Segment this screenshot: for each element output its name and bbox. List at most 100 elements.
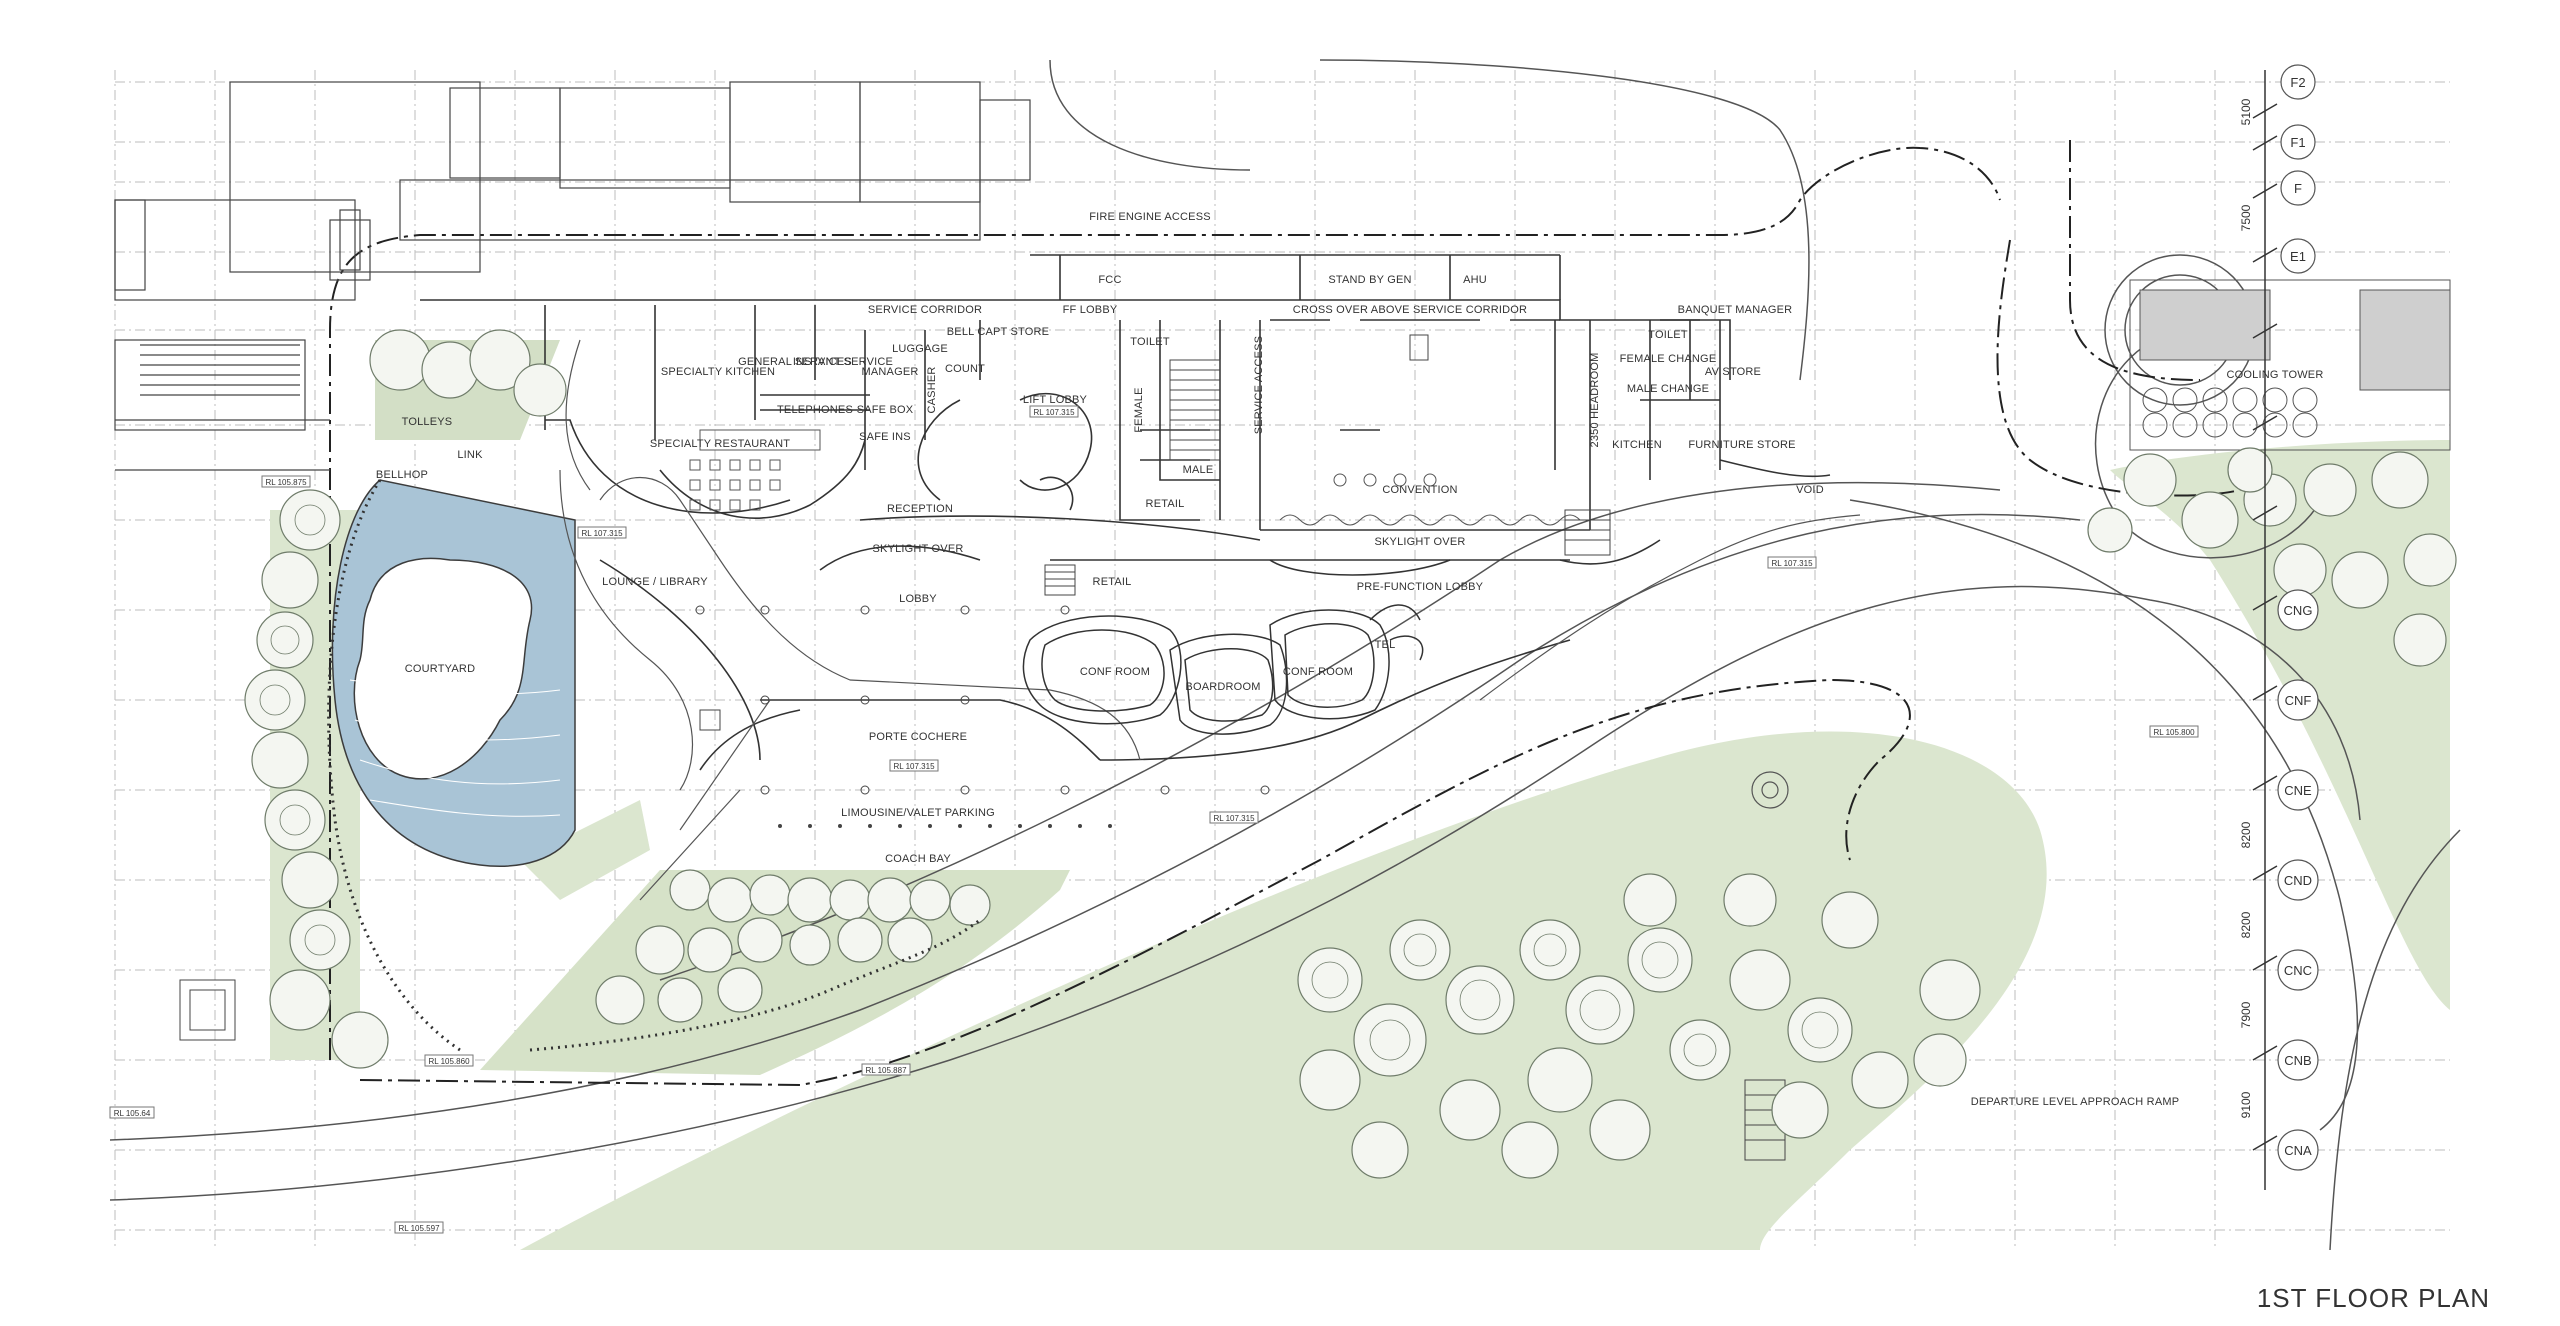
svg-text:CNG: CNG	[2284, 603, 2313, 618]
svg-text:F2: F2	[2290, 75, 2305, 90]
dimension-label: 7500	[2239, 204, 2253, 231]
label-banquet-manager: BANQUET MANAGER	[1678, 304, 1793, 316]
label-departure-ramp: DEPARTURE LEVEL APPROACH RAMP	[1971, 1096, 2180, 1108]
svg-text:RL 105.887: RL 105.887	[865, 1066, 907, 1075]
drawing-title: 1ST FLOOR PLAN	[2256, 1283, 2490, 1313]
svg-text:CNC: CNC	[2284, 963, 2312, 978]
label-toilet-2: TOILET	[1648, 329, 1688, 341]
label-safe-ins: SAFE INS	[859, 431, 911, 443]
axis-bubble-f: F	[2280, 170, 2316, 206]
label-service-corridor: SERVICE CORRIDOR	[868, 304, 982, 316]
room-labels: FIRE ENGINE ACCESS FCC FF LOBBY SERVICE …	[376, 211, 2324, 1108]
main-building-walls	[420, 254, 1831, 771]
label-link: LINK	[457, 449, 483, 461]
axis-bubble-f2: F2	[2280, 64, 2316, 100]
label-boardroom: BOARDROOM	[1185, 681, 1260, 693]
lawn-areas	[270, 340, 2450, 1250]
svg-text:RL 107.315: RL 107.315	[581, 529, 623, 538]
trees	[244, 329, 2457, 1179]
axis-bubble-cng: CNG	[2277, 589, 2319, 631]
label-lobby: LOBBY	[899, 593, 937, 605]
label-specialty-restaurant: SPECIALTY RESTAURANT	[650, 438, 790, 450]
label-porte-cochere: PORTE COCHERE	[869, 731, 967, 743]
label-conf-room-2: CONF ROOM	[1283, 666, 1353, 678]
restaurant-tables	[689, 429, 1581, 526]
axis-bubble-cnf: CNF	[2277, 679, 2319, 721]
svg-text:F: F	[2294, 181, 2302, 196]
dimension-label: 5100	[2239, 98, 2253, 125]
label-tolleys: TOLLEYS	[402, 416, 453, 428]
label-limousine-valet: LIMOUSINE/VALET PARKING	[841, 807, 995, 819]
label-lift-lobby: LIFT LOBBY	[1023, 394, 1088, 406]
label-skylight-over-2: SKYLIGHT OVER	[1374, 536, 1465, 548]
svg-text:RL 105.64: RL 105.64	[114, 1109, 151, 1118]
label-service-access: SERVICE ACCESS	[1253, 336, 1265, 435]
svg-text:RL 107.315: RL 107.315	[1213, 814, 1255, 823]
dimension-label: 8200	[2239, 821, 2253, 848]
label-headroom: 2350 HEADROOM	[1589, 353, 1601, 448]
road-lines	[109, 59, 2461, 1251]
label-stand-by-gen: STAND BY GEN	[1328, 274, 1411, 286]
label-skylight-over-1: SKYLIGHT OVER	[872, 543, 963, 555]
svg-text:RL 107.315: RL 107.315	[893, 762, 935, 771]
grid-axis-line	[2252, 70, 2278, 1190]
label-manager: MANAGER	[861, 366, 918, 378]
label-male-change: MALE CHANGE	[1627, 383, 1709, 395]
svg-text:RL 105.875: RL 105.875	[265, 478, 307, 487]
svg-text:CNB: CNB	[2284, 1053, 2311, 1068]
axis-bubble-cne: CNE	[2277, 769, 2319, 811]
label-reception: RECEPTION	[887, 503, 953, 515]
svg-text:F1: F1	[2290, 135, 2305, 150]
dimension-label: 7900	[2239, 1001, 2253, 1028]
axis-bubble-cnb: CNB	[2277, 1039, 2319, 1081]
label-lounge-library: LOUNGE / LIBRARY	[602, 576, 708, 588]
axis-bubble-cna: CNA	[2277, 1129, 2319, 1171]
label-tel: TEL	[1375, 639, 1396, 651]
svg-text:RL 107.315: RL 107.315	[1033, 408, 1075, 417]
label-coach-bay: COACH BAY	[885, 853, 951, 865]
label-bell-capt-store: BELL CAPT STORE	[947, 326, 1049, 338]
svg-text:RL 105.597: RL 105.597	[398, 1224, 440, 1233]
courtyard-pool	[331, 479, 576, 867]
label-kitchen: KITCHEN	[1612, 439, 1662, 451]
label-specialty-kitchen: SPECIALTY KITCHEN	[661, 366, 775, 378]
label-fire-engine-access: FIRE ENGINE ACCESS	[1089, 211, 1211, 223]
label-safe-box: SAFE BOX	[857, 404, 914, 416]
svg-text:CND: CND	[2284, 873, 2312, 888]
label-toilet-1: TOILET	[1130, 336, 1170, 348]
level-tag-text: RL 105.875 RL 107.315 RL 107.315 RL 107.…	[114, 408, 2195, 1233]
tree-crowns	[259, 504, 1839, 1067]
label-pre-function-lobby: PRE-FUNCTION LOBBY	[1357, 581, 1484, 593]
label-female: FEMALE	[1133, 387, 1145, 432]
axis-bubble-cnc: CNC	[2277, 949, 2319, 991]
label-cooling-tower: COOLING TOWER	[2227, 369, 2324, 381]
label-ff-lobby: FF LOBBY	[1063, 304, 1118, 316]
fire-access-route	[329, 140, 2241, 1087]
svg-text:CNF: CNF	[2285, 693, 2312, 708]
label-conf-room-1: CONF ROOM	[1080, 666, 1150, 678]
parking-dots	[778, 824, 1112, 828]
label-av-store: AV STORE	[1705, 366, 1761, 378]
label-courtyard: COURTYARD	[405, 663, 475, 675]
svg-text:RL 107.315: RL 107.315	[1771, 559, 1813, 568]
dimension-label: 9100	[2239, 1091, 2253, 1118]
label-instant-service: INSTANT SERVICE	[793, 356, 893, 368]
conference-pods	[1022, 604, 1424, 735]
label-furniture-store: FURNITURE STORE	[1688, 439, 1795, 451]
axis-bubble-e1: E1	[2280, 238, 2316, 274]
svg-text:E1: E1	[2290, 249, 2306, 264]
label-retail-1: RETAIL	[1146, 498, 1185, 510]
label-convention: CONVENTION	[1382, 484, 1457, 496]
label-general-services: GENERAL SERVICES	[738, 356, 852, 368]
label-telephones: TELEPHONES	[777, 404, 853, 416]
label-casher: CASHER	[926, 366, 938, 413]
svg-text:RL 105.860: RL 105.860	[428, 1057, 470, 1066]
label-bellhop: BELLHOP	[376, 469, 428, 481]
dimension-label: 8200	[2239, 911, 2253, 938]
label-female-change: FEMALE CHANGE	[1620, 353, 1717, 365]
svg-text:CNA: CNA	[2284, 1143, 2312, 1158]
tree-arc	[327, 479, 981, 1052]
axis-bubble-cnd: CND	[2277, 859, 2319, 901]
level-tags	[109, 405, 2199, 1234]
